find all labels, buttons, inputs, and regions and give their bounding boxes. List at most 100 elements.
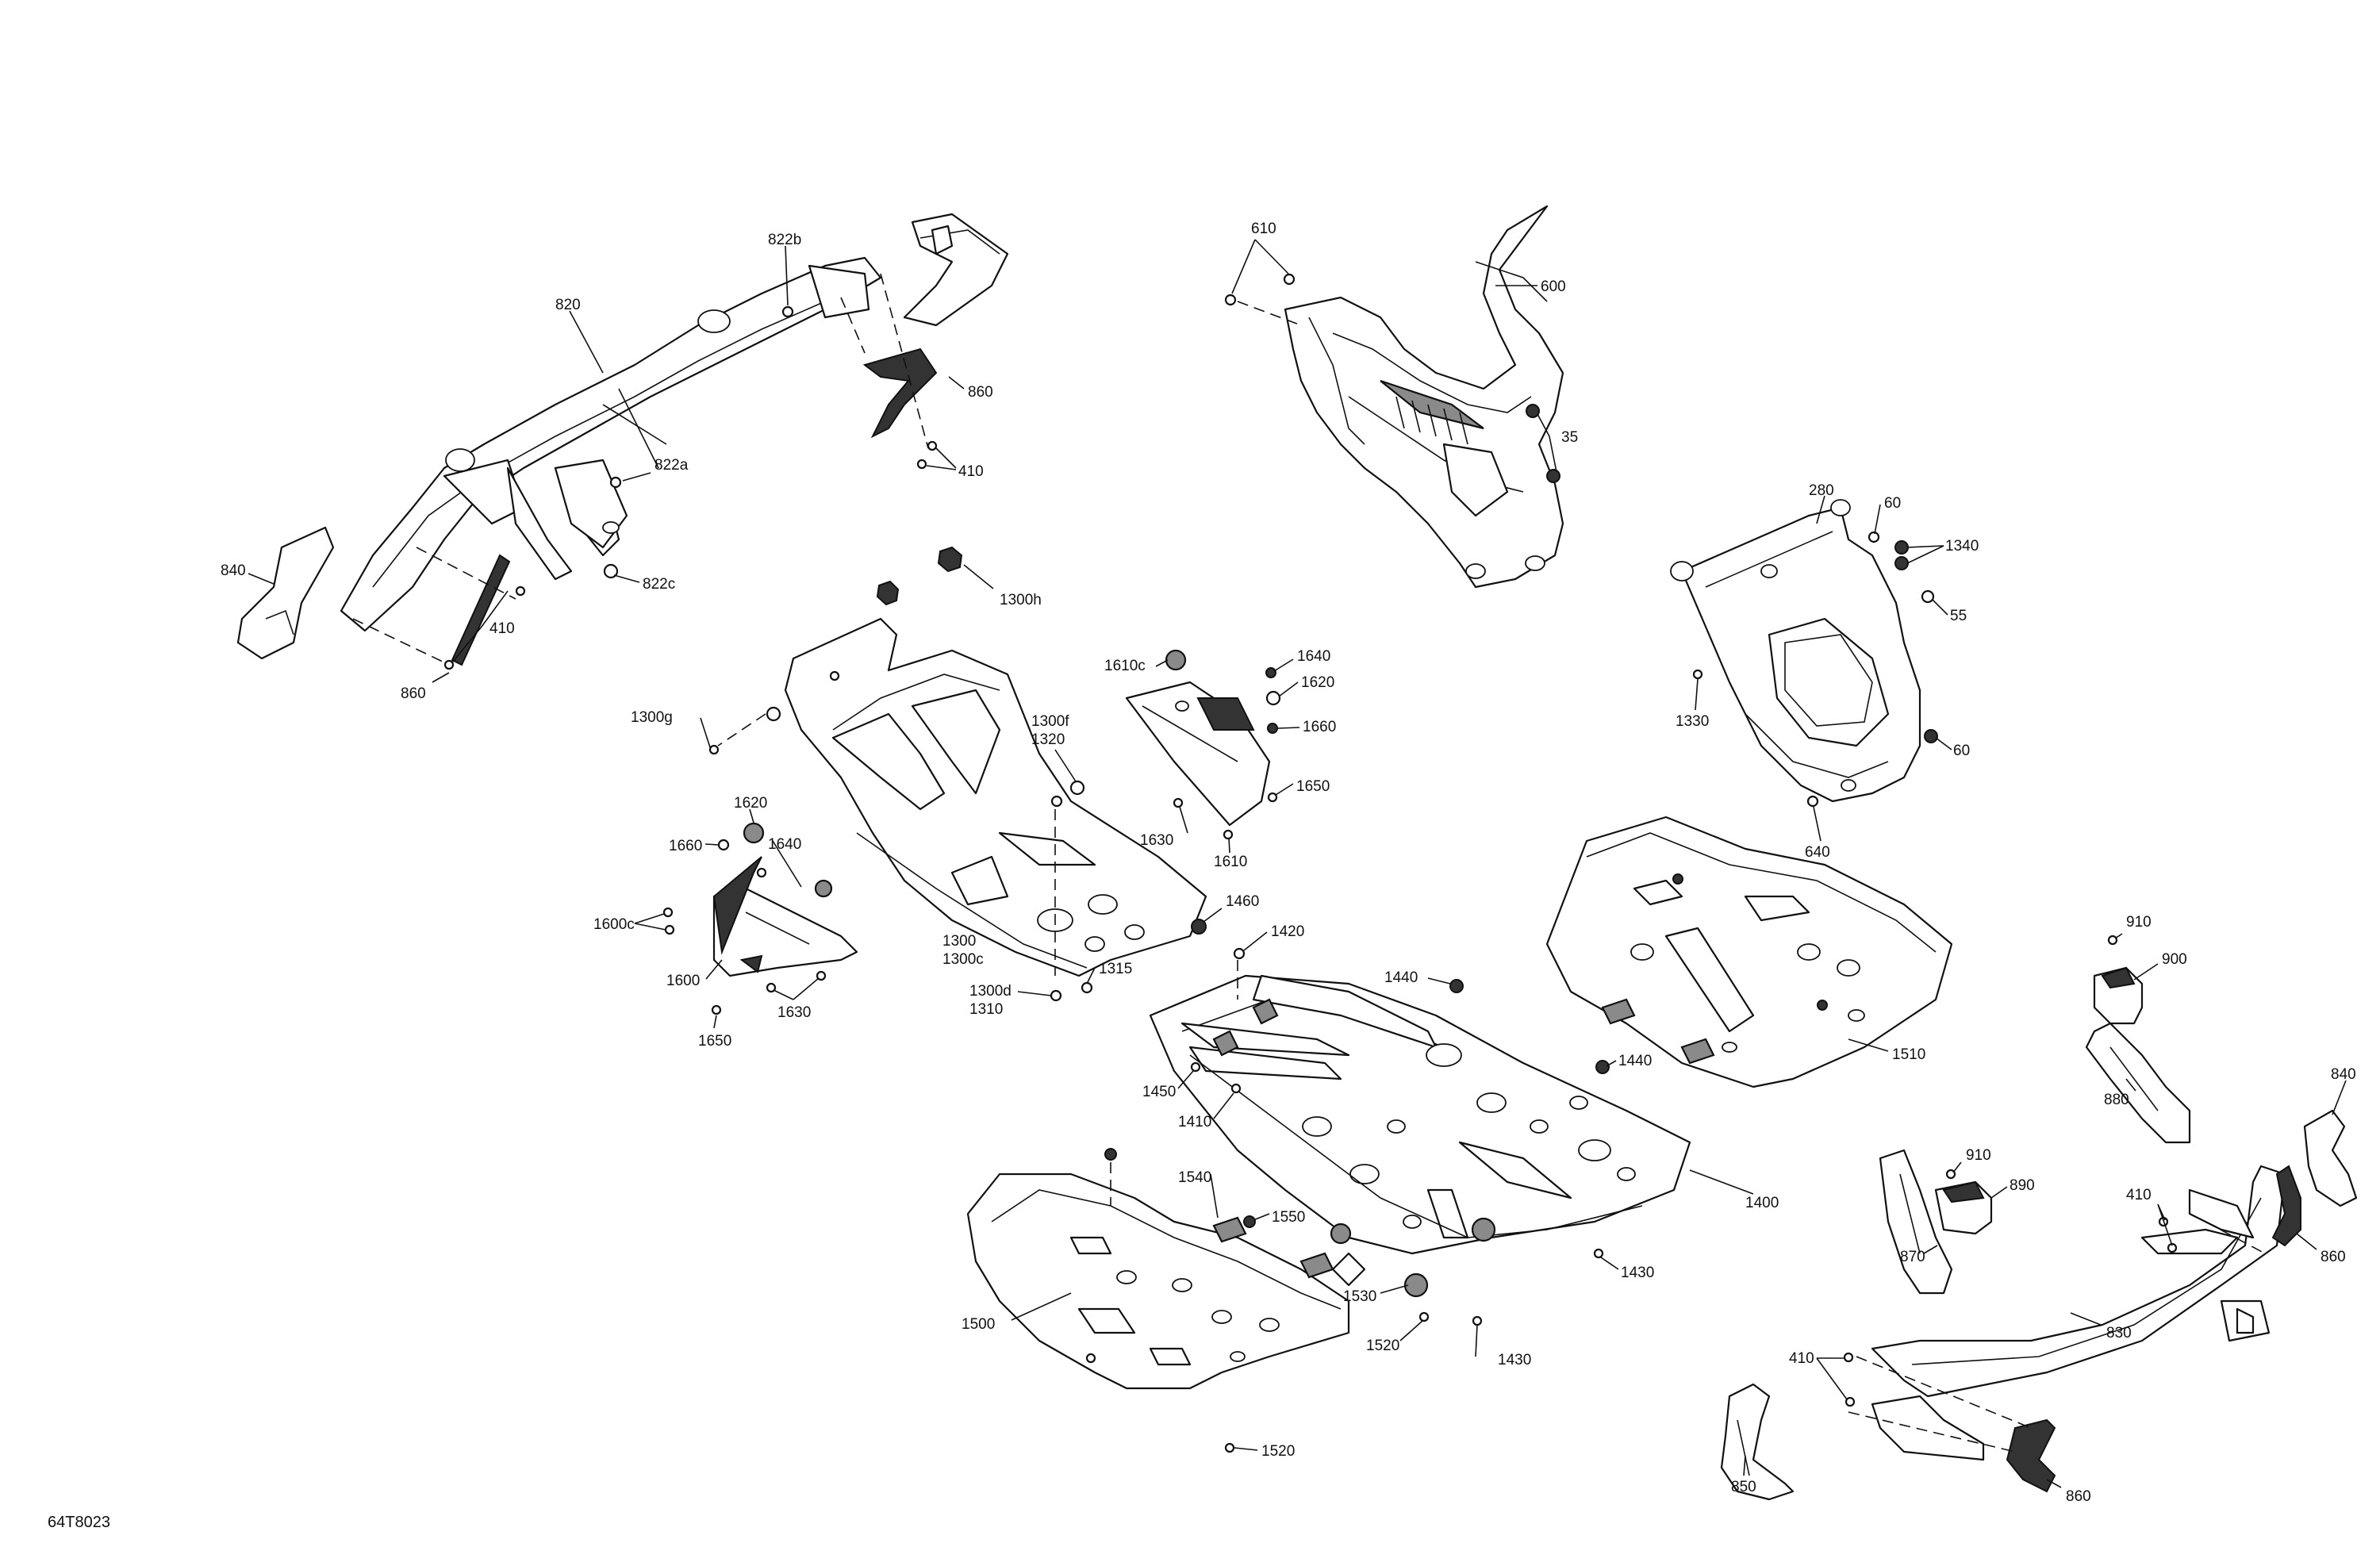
label-1300f: 1300f bbox=[1031, 713, 1069, 730]
screw-610-a bbox=[1224, 294, 1237, 306]
leader-lines bbox=[248, 239, 2347, 1488]
label-1400: 1400 bbox=[1745, 1195, 1779, 1211]
skid-plate-1510 bbox=[1545, 816, 1953, 1088]
label-822b: 822b bbox=[768, 232, 801, 248]
label-840-left: 840 bbox=[221, 562, 246, 579]
screw-1450 bbox=[1190, 1061, 1201, 1073]
label-1300h: 1300h bbox=[1000, 592, 1042, 608]
label-1340: 1340 bbox=[1945, 538, 1979, 555]
dash-line bbox=[2205, 1221, 2266, 1254]
nut-1300g-b bbox=[766, 706, 781, 722]
label-410-rear-bottom: 410 bbox=[1789, 1350, 1814, 1367]
label-410-rear-top: 410 bbox=[2126, 1187, 2152, 1203]
bumper-cap-890 bbox=[1934, 1180, 1993, 1235]
label-1450: 1450 bbox=[1142, 1084, 1176, 1100]
label-1600c: 1600c bbox=[593, 916, 635, 933]
label-1300: 1300 bbox=[942, 933, 976, 950]
nut-35-b bbox=[1546, 469, 1560, 483]
screw-822b bbox=[781, 305, 794, 318]
nut-1320 bbox=[1069, 780, 1085, 796]
bracket-870 bbox=[1879, 1149, 1953, 1295]
label-1610: 1610 bbox=[1214, 854, 1247, 870]
footrest-support-1610 bbox=[1125, 681, 1271, 827]
reflector-860-rear-bottom bbox=[2006, 1418, 2056, 1493]
reflector-860-right-top bbox=[862, 347, 938, 439]
screw-1500-bottom bbox=[1085, 1353, 1096, 1364]
label-820: 820 bbox=[555, 297, 581, 313]
screw-1630-left-b bbox=[816, 970, 827, 981]
reflector-860-rear-right bbox=[2271, 1165, 2301, 1247]
nut-1340-b bbox=[1894, 556, 1909, 570]
label-600: 600 bbox=[1541, 278, 1566, 295]
label-1430-a: 1430 bbox=[1621, 1265, 1654, 1281]
label-860-rear-right: 860 bbox=[2320, 1249, 2346, 1265]
screw-822a bbox=[609, 476, 622, 489]
skid-plate-1500 bbox=[966, 1173, 1366, 1390]
nut-1440-b bbox=[1595, 1060, 1610, 1074]
screw-410-c bbox=[515, 585, 526, 597]
reflector-860-left-low bbox=[451, 554, 511, 666]
grommet-1640-left bbox=[814, 879, 833, 898]
label-1600: 1600 bbox=[666, 973, 700, 989]
label-1520-a: 1520 bbox=[1366, 1338, 1399, 1354]
screw-1640-left bbox=[756, 867, 767, 878]
label-410-left: 410 bbox=[489, 620, 515, 637]
label-1550: 1550 bbox=[1272, 1209, 1305, 1226]
label-1420: 1420 bbox=[1271, 923, 1304, 940]
dash-line bbox=[717, 713, 766, 747]
label-1440-top: 1440 bbox=[1384, 969, 1418, 986]
label-640: 640 bbox=[1805, 844, 1830, 861]
diagram-code: 64T8023 bbox=[48, 1514, 110, 1531]
screw-1520-b bbox=[1224, 1442, 1235, 1453]
label-1310: 1310 bbox=[969, 1001, 1003, 1018]
dash-line bbox=[416, 547, 516, 600]
bolt-1300g bbox=[708, 744, 720, 755]
label-1300d: 1300d bbox=[969, 983, 1012, 1000]
rear-bumper-830 bbox=[1871, 1165, 2286, 1461]
screw-1300g bbox=[829, 670, 840, 681]
screw-1650-left bbox=[711, 1004, 722, 1015]
label-830: 830 bbox=[2106, 1325, 2132, 1341]
label-1330: 1330 bbox=[1676, 713, 1709, 730]
label-910-mid: 910 bbox=[1966, 1147, 1991, 1164]
rear-bumper-end-cap-840-right bbox=[2303, 1109, 2358, 1207]
callout-labels: 820 822b 822a 822c 840 860 410 410 860 6… bbox=[221, 221, 2356, 1505]
nut-822c bbox=[603, 563, 619, 579]
label-1620-left: 1620 bbox=[734, 795, 767, 812]
label-1630-right: 1630 bbox=[1140, 832, 1173, 849]
screw-1315 bbox=[1081, 981, 1093, 994]
screw-1630-right bbox=[1173, 797, 1184, 808]
screw-1410 bbox=[1230, 1083, 1242, 1094]
label-850: 850 bbox=[1731, 1479, 1756, 1495]
grommet-1530-a bbox=[1330, 1223, 1352, 1245]
front-bumper-end-cap-840 bbox=[236, 526, 335, 660]
bracket-822a bbox=[554, 459, 628, 549]
screw-640 bbox=[1806, 795, 1819, 808]
label-1530: 1530 bbox=[1343, 1288, 1376, 1305]
label-1440-mid: 1440 bbox=[1618, 1053, 1652, 1069]
label-870: 870 bbox=[1900, 1249, 1925, 1265]
bolt-60-a bbox=[1868, 531, 1880, 543]
screw-1600c-b bbox=[664, 924, 675, 935]
clip-1610c bbox=[1165, 649, 1187, 671]
label-1500: 1500 bbox=[962, 1316, 995, 1333]
top-cover-part bbox=[903, 213, 1009, 327]
label-60-bottom: 60 bbox=[1953, 743, 1970, 759]
grommet-1530-c bbox=[1403, 1272, 1429, 1298]
label-1410: 1410 bbox=[1178, 1114, 1211, 1130]
screw-1610-bottom bbox=[1223, 829, 1234, 840]
label-1640-right: 1640 bbox=[1297, 648, 1330, 665]
screw-1520-a bbox=[1418, 1311, 1430, 1322]
grommet-1620-left bbox=[743, 822, 765, 844]
bumper-cap-900 bbox=[2093, 966, 2144, 1025]
screw-1430-b bbox=[1472, 1315, 1483, 1326]
label-1650-left: 1650 bbox=[698, 1033, 731, 1050]
label-1430-b: 1430 bbox=[1498, 1352, 1531, 1368]
label-1320: 1320 bbox=[1031, 731, 1065, 748]
label-822a: 822a bbox=[654, 457, 689, 474]
label-1660-left: 1660 bbox=[669, 838, 702, 854]
label-880: 880 bbox=[2104, 1092, 2129, 1108]
screw-1300d bbox=[1050, 989, 1062, 1002]
nut-60-b bbox=[1924, 729, 1938, 743]
dash-line bbox=[1856, 1356, 2032, 1429]
